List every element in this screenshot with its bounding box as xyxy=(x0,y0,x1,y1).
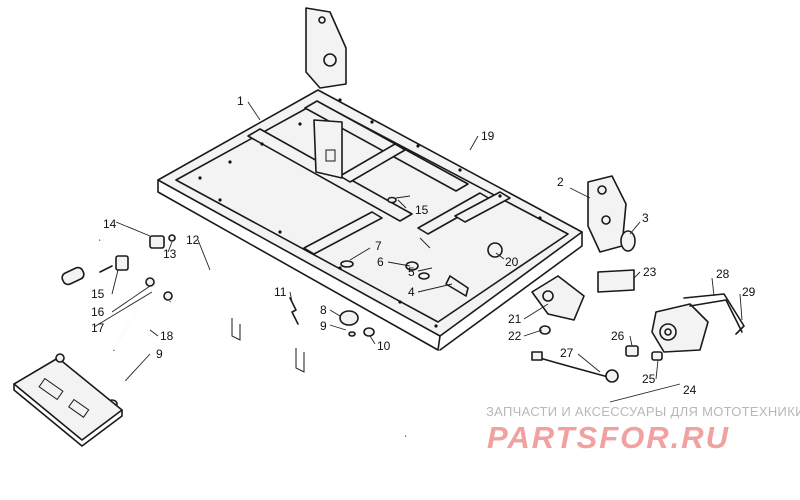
callout-29: 29 xyxy=(742,285,756,299)
callout-labels: 1 2 3 4 5 6 7 8 9 10 11 12 13 14 15 15 1… xyxy=(91,94,756,397)
latch-plate xyxy=(597,269,635,293)
pivot-bracket xyxy=(531,275,585,321)
callout-13: 13 xyxy=(163,247,177,261)
torsion-rod xyxy=(99,230,422,438)
callout-25: 25 xyxy=(642,372,656,386)
callout-14: 14 xyxy=(103,217,117,231)
callout-1: 1 xyxy=(237,94,244,108)
callout-16: 16 xyxy=(91,305,105,319)
callout-17: 17 xyxy=(91,321,105,335)
watermark-logo: PARTSFOR.RU xyxy=(487,420,731,455)
left-hinge-parts xyxy=(61,234,176,286)
callout-10: 10 xyxy=(377,339,391,353)
callout-21: 21 xyxy=(508,312,522,326)
seat-mount-plate xyxy=(13,353,123,447)
callout-26: 26 xyxy=(611,329,625,343)
callout-4: 4 xyxy=(408,285,415,299)
callout-28: 28 xyxy=(716,267,730,281)
callout-8: 8 xyxy=(320,303,327,317)
callout-20: 20 xyxy=(505,255,519,269)
callout-5: 5 xyxy=(408,265,415,279)
callout-15a: 15 xyxy=(91,287,105,301)
leader-lines xyxy=(93,101,743,403)
main-frame xyxy=(157,89,583,351)
callout-9a: 9 xyxy=(156,347,163,361)
callout-27: 27 xyxy=(560,346,574,360)
callout-11: 11 xyxy=(274,285,287,299)
callout-19: 19 xyxy=(481,129,495,143)
callout-22: 22 xyxy=(508,329,522,343)
callout-2: 2 xyxy=(557,175,564,189)
callout-6: 6 xyxy=(377,255,384,269)
callout-18: 18 xyxy=(160,329,174,343)
frame-hardware xyxy=(339,196,551,337)
rear-upright-bracket xyxy=(305,7,347,89)
latch-assembly xyxy=(531,293,745,383)
callout-15: 15 xyxy=(415,203,429,217)
gas-strut xyxy=(106,277,173,409)
callout-3: 3 xyxy=(642,211,649,225)
callout-24: 24 xyxy=(683,383,697,397)
callout-7: 7 xyxy=(375,239,382,253)
callout-23: 23 xyxy=(643,265,657,279)
watermark-caption: ЗАПЧАСТИ И АКСЕССУАРЫ ДЛЯ МОТОТЕХНИКИ xyxy=(486,404,800,419)
right-side-bracket xyxy=(587,175,636,253)
callout-9: 9 xyxy=(320,319,327,333)
callout-12: 12 xyxy=(186,233,200,247)
